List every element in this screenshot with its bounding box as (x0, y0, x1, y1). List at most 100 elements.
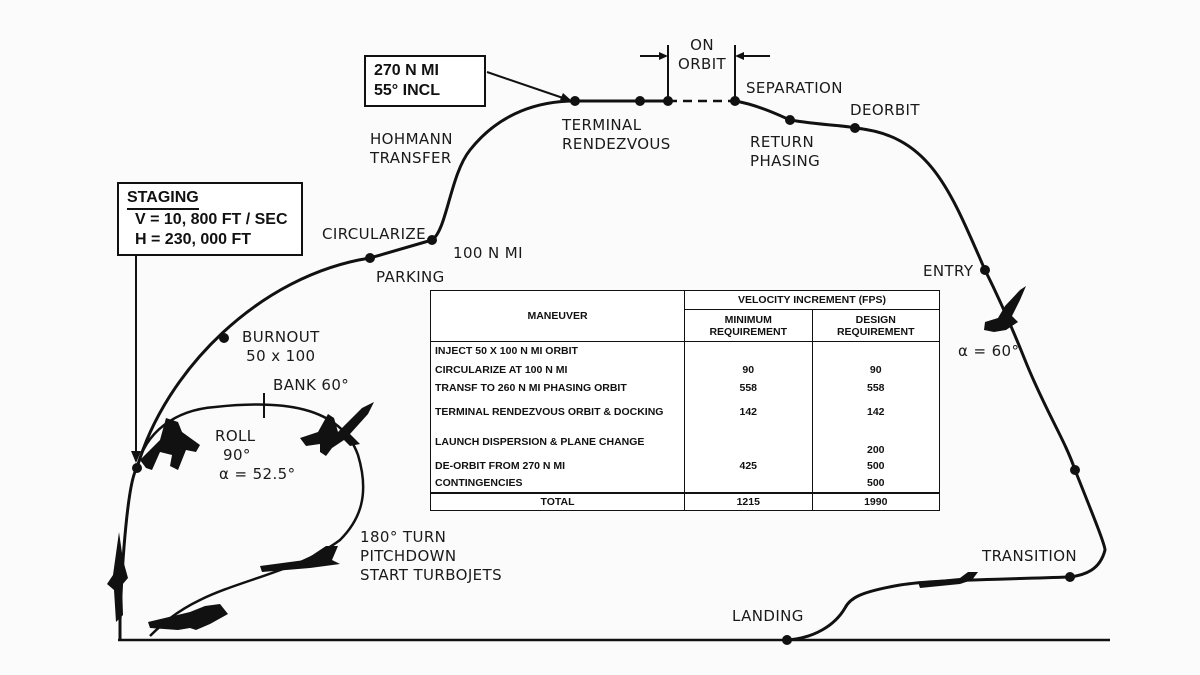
roll-label: ROLL 90° α = 52.5° (215, 427, 296, 484)
rendezvous-mid-point (635, 96, 645, 106)
launch-vehicle-icon (107, 532, 128, 622)
roll-aircraft-icon (140, 418, 200, 470)
hohmann-transfer-line-1: HOHMANN (370, 130, 453, 148)
entry-alpha-label: α = 60° (958, 342, 1020, 360)
separation-label: SEPARATION (746, 79, 843, 97)
on-orbit-line-1: ON (690, 36, 714, 54)
minimum-cell: 90 (684, 360, 813, 379)
table-row: CIRCULARIZE AT 100 N MI 90 90 (430, 360, 940, 379)
table-header-row-2: MINIMUM REQUIREMENT DESIGN REQUIREMENT (431, 309, 940, 342)
minimum-cell (684, 341, 813, 361)
minimum-header-line-1: MINIMUM (724, 313, 772, 326)
staging-altitude: H = 230, 000 FT (135, 231, 252, 248)
transition-point (1065, 572, 1075, 582)
burnout-line-2: 50 x 100 (246, 347, 316, 365)
burnout-label: BURNOUT 50 x 100 (242, 328, 320, 366)
turn-line-3: START TURBOJETS (360, 566, 503, 584)
burnout-point (219, 333, 229, 343)
hundred-nmi-label: 100 N MI (453, 244, 523, 262)
orbit-box-leader-head (560, 93, 572, 101)
maneuver-cell: INJECT 50 X 100 N MI ORBIT (430, 341, 685, 361)
hohmann-transfer-path (430, 99, 576, 242)
orbit-altitude: 270 N MI (374, 62, 439, 79)
terminal-rendezvous-line-1: TERMINAL (562, 116, 642, 134)
on-orbit-start-point (663, 96, 673, 106)
roll-line-2: 90° (223, 446, 251, 464)
table-row: TRANSF TO 260 N MI PHASING ORBIT 558 558 (430, 378, 940, 397)
maneuver-cell: TRANSF TO 260 N MI PHASING ORBIT (430, 378, 685, 397)
circularize-label: CIRCULARIZE (322, 225, 426, 243)
on-orbit-label: ON ORBIT (678, 36, 726, 74)
design-cell (811, 341, 940, 361)
staging-callout-text: STAGING V = 10, 800 FT / SEC H = 230, 00… (119, 184, 301, 254)
transition-label: TRANSITION (982, 547, 1078, 565)
on-orbit-arrowhead-right (735, 52, 744, 60)
return-phasing-label: RETURN PHASING (750, 133, 820, 171)
return-phasing-line-2: PHASING (750, 152, 821, 170)
hohmann-transfer-label: HOHMANN TRANSFER (370, 130, 453, 168)
staging-point (132, 463, 142, 473)
return-phasing-point (785, 115, 795, 125)
terminal-rendezvous-point (570, 96, 580, 106)
design-cell: 500 (811, 456, 940, 475)
table-row: DE-ORBIT FROM 270 N MI 425 500 (430, 456, 940, 475)
return-phasing-line-1: RETURN (750, 133, 815, 151)
turn-line-1: 180° TURN (360, 528, 447, 546)
turbojet-aircraft-icon (260, 546, 340, 572)
minimum-cell (684, 474, 813, 493)
parking-label: PARKING (376, 268, 445, 286)
landing-point (782, 635, 792, 645)
total-minimum-cell: 1215 (684, 491, 813, 511)
on-orbit-line-2: ORBIT (678, 55, 727, 73)
design-cell: 558 (811, 378, 940, 397)
staging-velocity: V = 10, 800 FT / SEC (135, 211, 288, 228)
orbit-callout-box: 270 N MI 55° INCL (364, 55, 486, 107)
velocity-header: VELOCITY INCREMENT (FPS) (684, 290, 940, 310)
minimum-cell: 425 (684, 456, 813, 475)
terminal-rendezvous-label: TERMINAL RENDEZVOUS (562, 116, 671, 154)
table-row: INJECT 50 X 100 N MI ORBIT (430, 341, 940, 361)
maneuver-header: MANEUVER (430, 290, 685, 342)
table-row: CONTINGENCIES 500 (430, 474, 940, 493)
total-design-cell: 1990 (811, 491, 940, 511)
table-total-row: TOTAL 1215 1990 (430, 491, 940, 511)
entry-label: ENTRY (923, 262, 974, 280)
roll-line-1: ROLL (215, 427, 256, 445)
minimum-header-line-2: REQUIREMENT (709, 325, 788, 338)
design-cell: 142 (811, 396, 940, 427)
orbit-callout-text: 270 N MI 55° INCL (366, 57, 484, 105)
turn-loop-path (135, 403, 365, 637)
landing-label: LANDING (732, 607, 804, 625)
staging-callout-box: STAGING V = 10, 800 FT / SEC H = 230, 00… (117, 182, 303, 256)
turn-line-2: PITCHDOWN (360, 547, 457, 565)
roll-line-3: α = 52.5° (219, 465, 296, 483)
minimum-cell: 558 (684, 378, 813, 397)
design-cell: 500 (811, 474, 940, 493)
table-row: LAUNCH DISPERSION & PLANE CHANGE 200 (430, 426, 940, 457)
hundred-nmi-point (427, 235, 437, 245)
velocity-increment-table: MANEUVER VELOCITY INCREMENT (FPS) MINIMU… (430, 290, 940, 511)
staging-title: STAGING (127, 188, 199, 210)
circularize-point (365, 253, 375, 263)
low-aircraft-icon (148, 604, 228, 630)
ascent-trajectory (118, 238, 433, 621)
separation-point (730, 96, 740, 106)
vehicle-silhouettes (107, 286, 1026, 630)
orbit-inclination: 55° INCL (374, 82, 440, 99)
hohmann-transfer-line-2: TRANSFER (370, 149, 452, 167)
maneuver-cell: TERMINAL RENDEZVOUS ORBIT & DOCKING (430, 396, 685, 427)
minimum-cell: 142 (684, 396, 813, 427)
transition-aircraft-icon (918, 572, 978, 588)
total-label-cell: TOTAL (430, 491, 685, 511)
minimum-header: MINIMUM REQUIREMENT (684, 309, 813, 342)
design-header-line-2: REQUIREMENT (836, 325, 915, 338)
minimum-cell (684, 426, 813, 457)
descent-point (1070, 465, 1080, 475)
entry-aircraft-icon (984, 286, 1026, 332)
table-row: TERMINAL RENDEZVOUS ORBIT & DOCKING 142 … (430, 396, 940, 427)
terminal-rendezvous-line-2: RENDEZVOUS (562, 135, 671, 153)
entry-point (980, 265, 990, 275)
deorbit-point (850, 123, 860, 133)
